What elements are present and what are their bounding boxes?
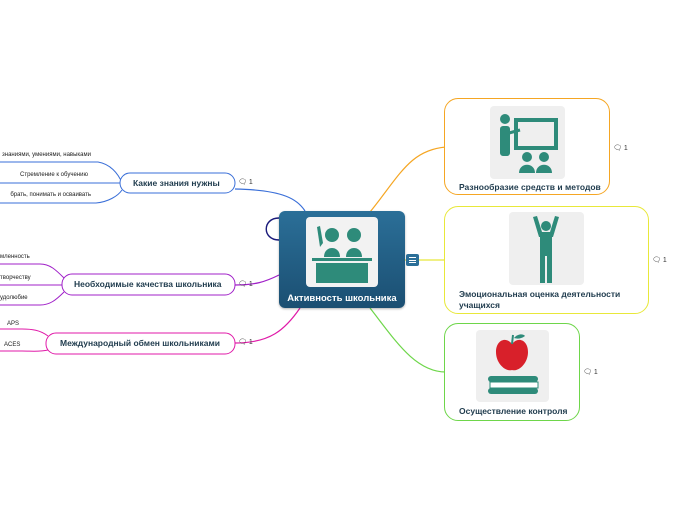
speech-bubble-icon: 🗨 bbox=[583, 369, 592, 376]
comment-count[interactable]: 🗨 1 bbox=[613, 145, 628, 152]
leaf-item[interactable]: Стремление к обучению bbox=[20, 172, 88, 178]
speech-bubble-icon: 🗨 bbox=[613, 145, 622, 152]
classroom-students-icon bbox=[306, 217, 378, 287]
topic-card-methods[interactable]: Разнообразие средств и методов bbox=[444, 98, 610, 195]
topic-label: Разнообразие средств и методов bbox=[459, 182, 601, 192]
leaf-item[interactable]: творчеству bbox=[0, 275, 31, 281]
comment-count[interactable]: 🗨 1 bbox=[238, 179, 253, 186]
teacher-board-icon bbox=[490, 106, 565, 179]
central-topic-title: Активность школьника bbox=[287, 293, 397, 304]
leaf-item[interactable]: знаниями, умениями, навыками bbox=[2, 152, 91, 158]
topic-label[interactable]: Какие знания нужны bbox=[133, 178, 220, 188]
raised-arms-person-icon bbox=[509, 212, 584, 285]
topic-label[interactable]: Необходимые качества школьника bbox=[74, 279, 222, 289]
central-topic[interactable]: Активность школьника bbox=[279, 211, 405, 308]
topic-label: Осуществление контроля bbox=[459, 406, 568, 416]
leaf-item[interactable]: брать, понимать и осваивать bbox=[10, 192, 91, 198]
apple-books-icon bbox=[476, 330, 549, 402]
notes-icon[interactable] bbox=[406, 254, 419, 266]
leaf-item[interactable]: APS bbox=[7, 321, 20, 327]
topic-label[interactable]: Международный обмен школьниками bbox=[60, 338, 220, 348]
comment-count[interactable]: 🗨 1 bbox=[238, 281, 253, 288]
topic-label: Эмоциональная оценка деятельности учащих… bbox=[459, 289, 621, 310]
leaf-item[interactable]: удолюбие bbox=[0, 295, 28, 301]
topic-card-emotional[interactable]: Эмоциональная оценка деятельности учащих… bbox=[444, 206, 649, 314]
leaf-item[interactable]: мленность bbox=[0, 254, 30, 260]
speech-bubble-icon: 🗨 bbox=[238, 339, 247, 346]
comment-count[interactable]: 🗨 1 bbox=[238, 339, 253, 346]
speech-bubble-icon: 🗨 bbox=[238, 281, 247, 288]
speech-bubble-icon: 🗨 bbox=[652, 257, 661, 264]
leaf-item[interactable]: ACES bbox=[4, 342, 21, 348]
comment-count[interactable]: 🗨 1 bbox=[583, 369, 598, 376]
comment-count[interactable]: 🗨 1 bbox=[652, 257, 667, 264]
speech-bubble-icon: 🗨 bbox=[238, 179, 247, 186]
topic-card-control[interactable]: Осуществление контроля bbox=[444, 323, 580, 421]
